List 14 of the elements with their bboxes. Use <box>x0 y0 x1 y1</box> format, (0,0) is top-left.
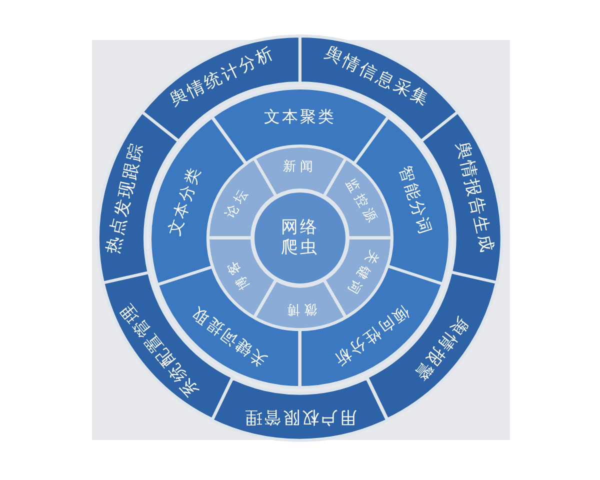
segment-label: 用户权限管理 <box>242 406 357 426</box>
segment-label: 论坛 <box>224 184 254 222</box>
segment-label: 新闻 <box>283 160 317 176</box>
segment-label: 关键词 <box>341 247 380 299</box>
segment-label: 博客 <box>224 254 254 292</box>
segment-label: 网络爬虫 <box>280 218 320 258</box>
segment-label: 监控源 <box>341 177 380 229</box>
segment-label: 文本分类 <box>165 164 205 238</box>
segment-label: 热点发现跟踪 <box>104 140 148 256</box>
segment-label: 舆情报告生成 <box>452 140 496 256</box>
segment-label: 文本聚类 <box>264 108 336 126</box>
segment-label: 智能分词 <box>395 164 435 238</box>
segment-label: 微博 <box>283 300 317 316</box>
segment-label: 关键词提取 <box>187 302 271 370</box>
